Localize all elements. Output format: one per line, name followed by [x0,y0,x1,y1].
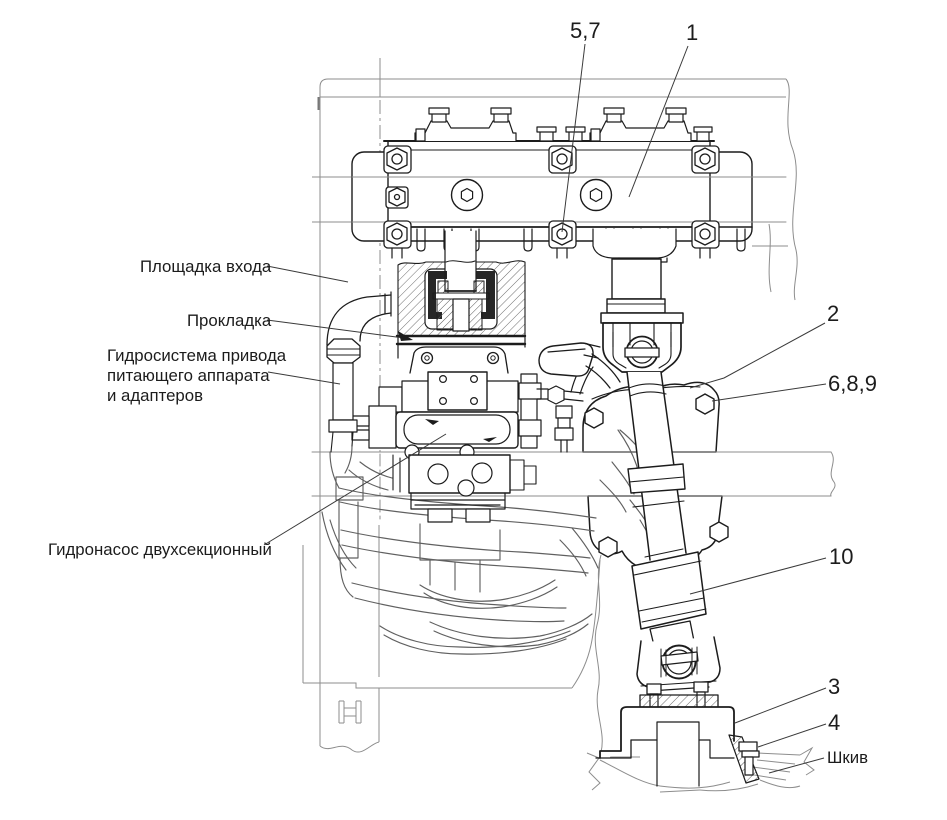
svg-text:10: 10 [829,544,853,569]
svg-text:1: 1 [686,20,698,45]
svg-text:и адаптеров: и адаптеров [107,386,203,405]
svg-text:Гидронасос двухсекционный: Гидронасос двухсекционный [48,540,272,559]
svg-text:2: 2 [827,301,839,326]
svg-text:3: 3 [828,674,840,699]
svg-text:Прокладка: Прокладка [187,311,272,330]
svg-text:6,8,9: 6,8,9 [828,371,877,396]
svg-text:Гидросистема привода: Гидросистема привода [107,346,287,365]
svg-text:питающего аппарата: питающего аппарата [107,366,270,385]
svg-text:5,7: 5,7 [570,18,601,43]
svg-text:4: 4 [828,710,840,735]
svg-text:Площадка входа: Площадка входа [140,257,272,276]
svg-text:Шкив: Шкив [827,748,868,767]
